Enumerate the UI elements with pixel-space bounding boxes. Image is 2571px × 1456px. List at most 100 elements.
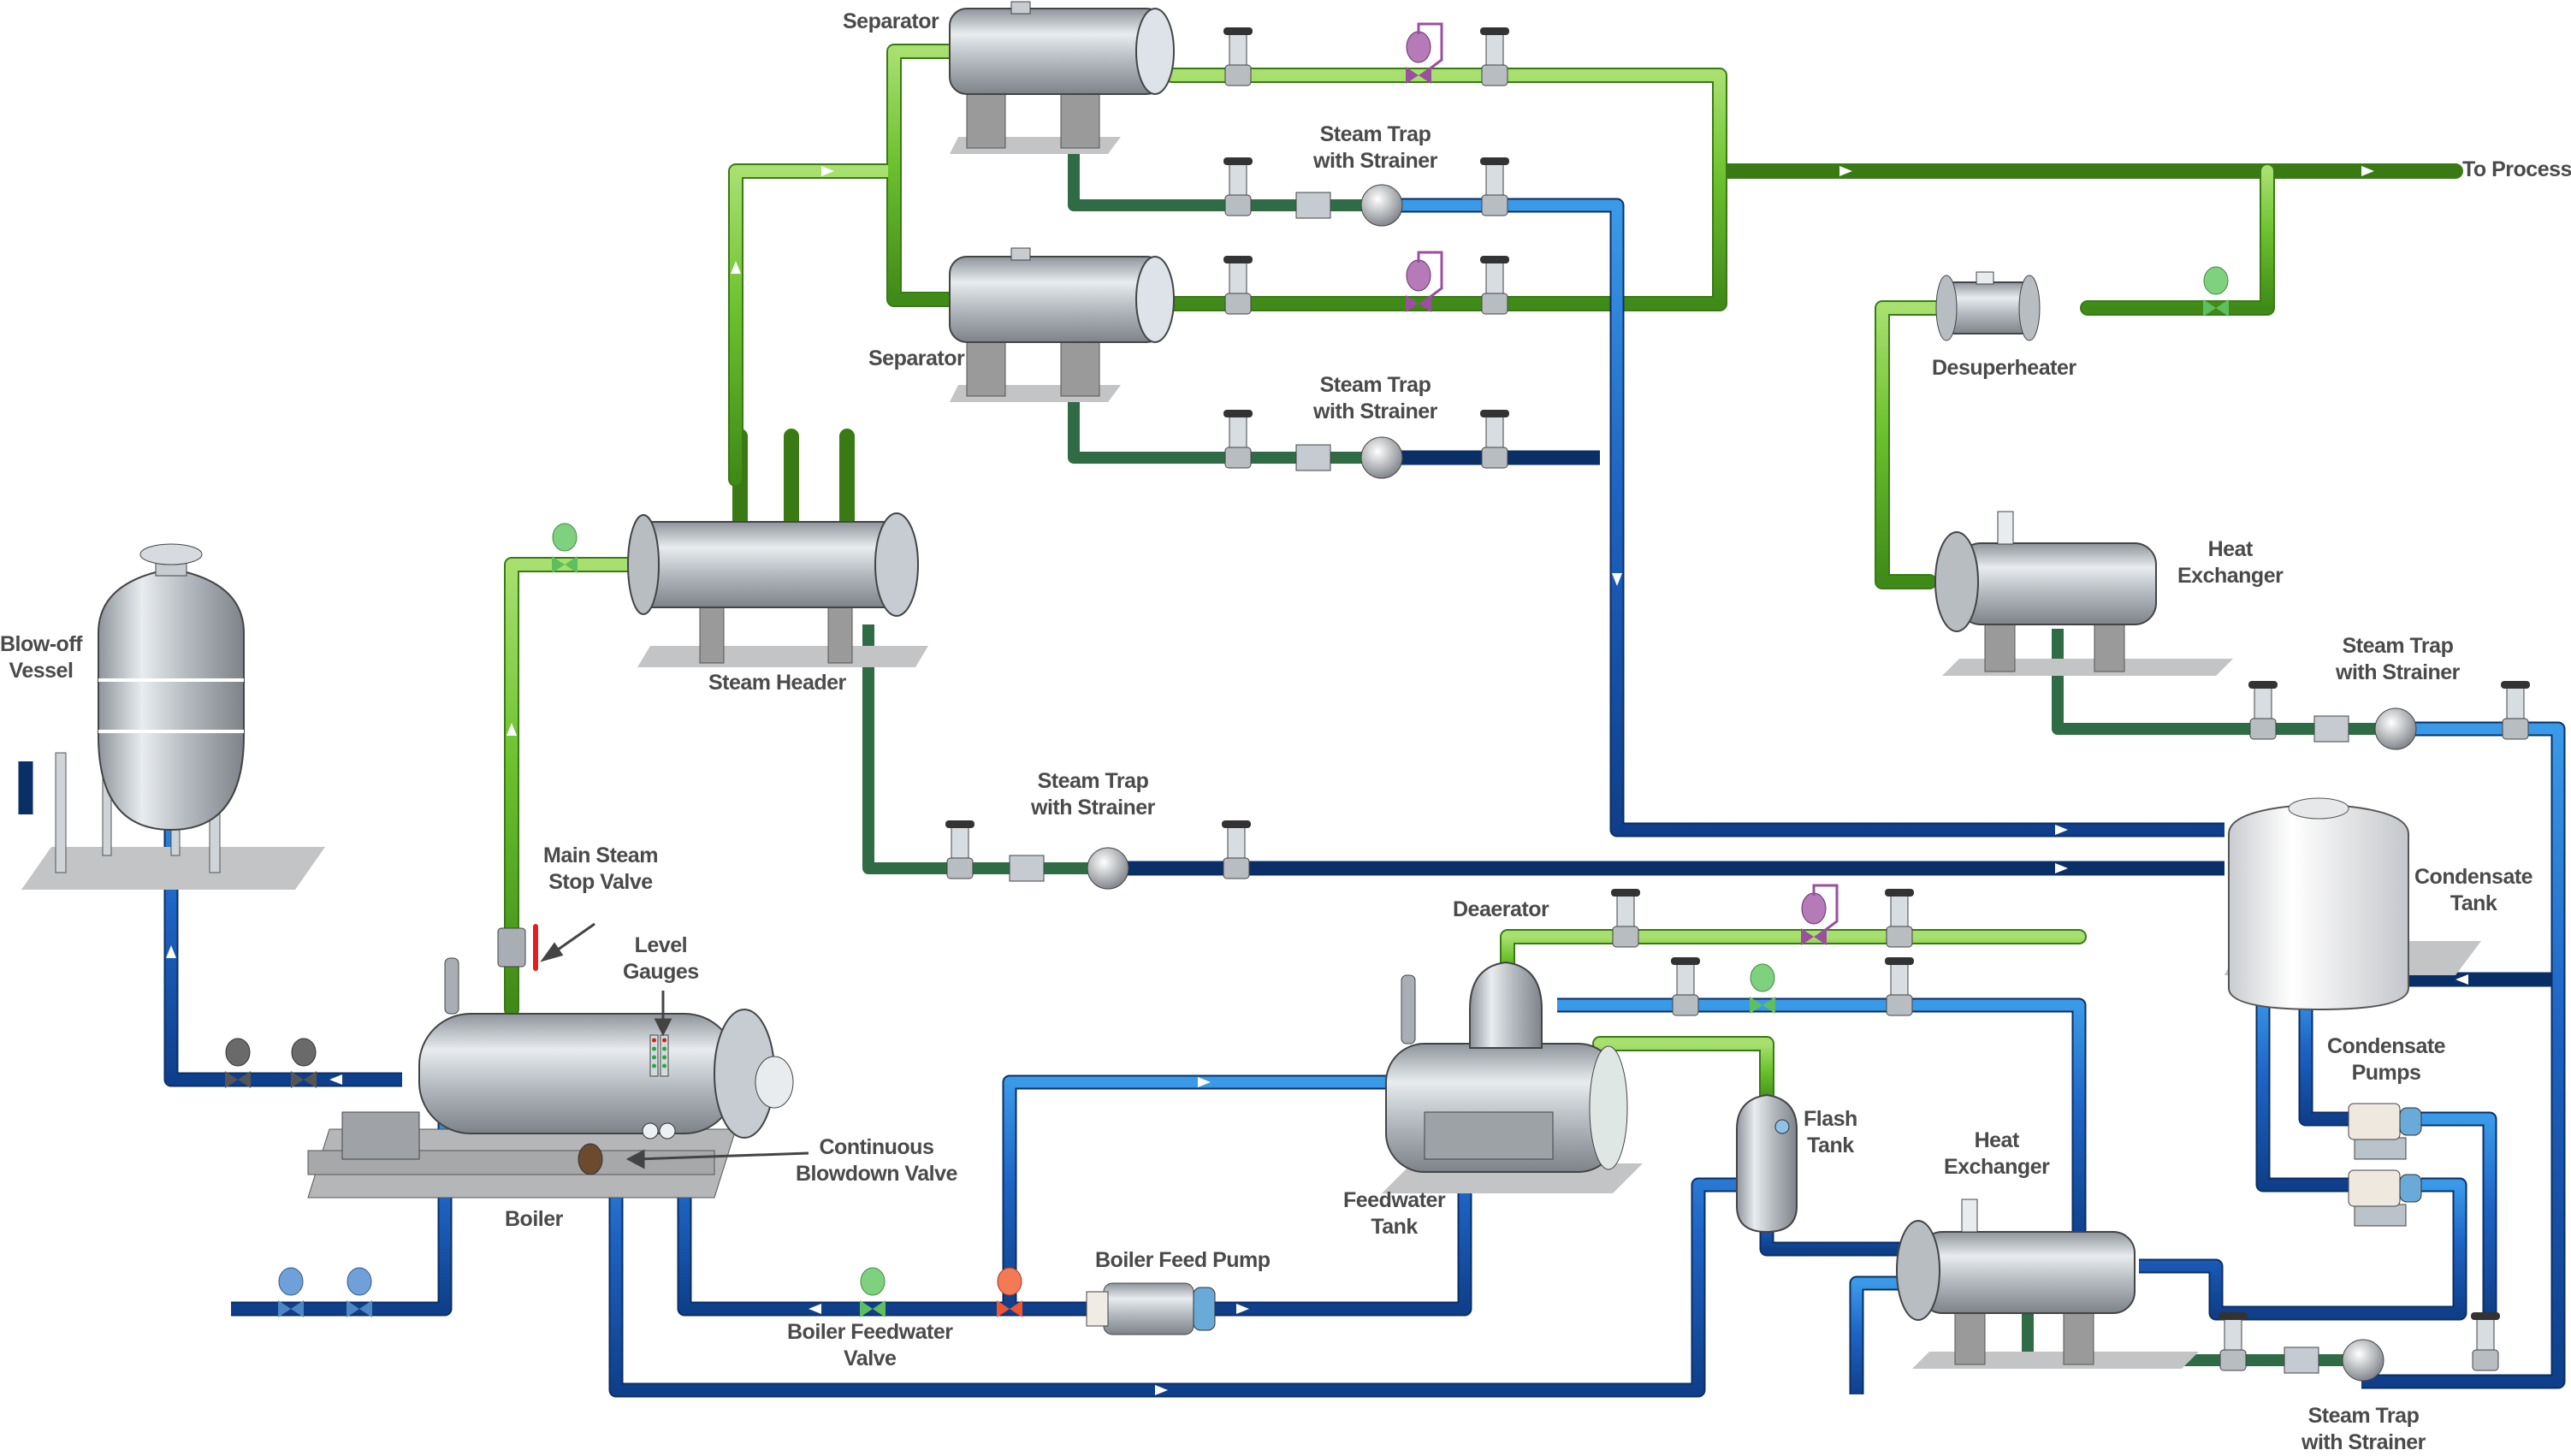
- feedwater-control-panel: [1424, 1111, 1554, 1160]
- feedwater-inlet-control-valve[interactable]: [997, 1267, 1022, 1317]
- globe-valve-icon[interactable]: [2219, 1312, 2248, 1371]
- flow-arrow-icon: [2361, 166, 2374, 176]
- feedwater-tank-supply: [1004, 1076, 1386, 1315]
- continuous-blowdown-valve[interactable]: [578, 1143, 603, 1175]
- pump-base: [2354, 1137, 2407, 1160]
- deaerator-body: [1469, 961, 1543, 1049]
- boiler-feedwater-valve[interactable]: [860, 1267, 886, 1317]
- flash-tank[interactable]: [1736, 1093, 1798, 1234]
- control-valve-icon[interactable]: [2203, 266, 2229, 317]
- level-gauge-indicator: [652, 1046, 656, 1051]
- flow-arrow-icon: [1839, 166, 1852, 176]
- separator-support: [966, 92, 1006, 149]
- level-gauge-indicator: [652, 1055, 656, 1060]
- condensate-pump-2[interactable]: [2348, 1169, 2422, 1227]
- globe-valve-icon[interactable]: [1222, 820, 1251, 879]
- control-valve-icon[interactable]: [1750, 963, 1775, 1014]
- globe-valve-icon[interactable]: [2248, 681, 2278, 740]
- steam-pipe-header-riser: [728, 163, 902, 487]
- steam-pipe-deaerator: [1500, 929, 2087, 991]
- globe-valve-icon[interactable]: [2471, 1312, 2500, 1371]
- valves: [225, 22, 2530, 1382]
- flow-arrow-icon: [2455, 974, 2468, 985]
- globe-valve-icon[interactable]: [1480, 256, 1509, 315]
- flow-arrows: [166, 166, 2468, 1395]
- globe-valve-icon[interactable]: [1885, 889, 1914, 948]
- pump-volute: [2399, 1174, 2422, 1203]
- steam-trap-icon[interactable]: [2313, 707, 2417, 750]
- steam-trap-icon[interactable]: [1295, 436, 1403, 479]
- globe-valve-icon[interactable]: [1885, 957, 1914, 1016]
- steam-pipe-separator-feed: [886, 44, 957, 307]
- pump-motor: [2348, 1103, 2401, 1140]
- globe-valve-icon[interactable]: [1223, 410, 1253, 469]
- label-desuperheater: Desuperheater: [1932, 356, 2076, 380]
- separator-body: [949, 8, 1164, 95]
- separator-nozzle: [1010, 247, 1031, 261]
- blowoff-control-valve[interactable]: [225, 1038, 251, 1088]
- pointer-arrow-icon: [551, 922, 595, 956]
- separator-bottom[interactable]: [949, 247, 1175, 402]
- flow-arrow-icon: [821, 166, 834, 176]
- steam-trap-icon[interactable]: [1295, 184, 1403, 227]
- pressure-gauge-icon: [642, 1122, 659, 1139]
- separator-end-cap: [1135, 256, 1175, 343]
- desuperheater[interactable]: [1935, 271, 2041, 341]
- globe-valve-icon[interactable]: [1223, 157, 1253, 216]
- steam-pipe-boiler-to-header: [504, 557, 637, 1017]
- stop-valve-handwheel[interactable]: [533, 924, 538, 971]
- blowoff-vessel-manway: [139, 543, 203, 565]
- separator-end-cap: [1135, 8, 1175, 95]
- flow-arrow-icon: [1236, 1304, 1249, 1314]
- blowoff-vessel[interactable]: [21, 543, 325, 890]
- heat-exchanger-top[interactable]: [1934, 511, 2233, 676]
- deaerator[interactable]: [1469, 961, 1543, 1049]
- steam-header[interactable]: [627, 512, 928, 667]
- water-control-valve[interactable]: [278, 1267, 304, 1317]
- pressure-control-valve-icon[interactable]: [1406, 22, 1443, 84]
- separator-top[interactable]: [949, 1, 1175, 154]
- pump-motor: [2348, 1169, 2401, 1207]
- water-control-valve[interactable]: [347, 1267, 372, 1317]
- steam-trap-icon[interactable]: [1009, 847, 1129, 890]
- globe-valve-icon[interactable]: [1480, 410, 1509, 469]
- main-steam-stop-valve[interactable]: [497, 927, 526, 968]
- pressure-control-valve-icon[interactable]: [1406, 251, 1443, 312]
- globe-valve-icon[interactable]: [1480, 157, 1509, 216]
- steam-header-flange-left: [627, 514, 660, 615]
- globe-valve-icon[interactable]: [1480, 27, 1509, 86]
- flow-arrow-icon: [329, 1074, 342, 1085]
- globe-valve-icon[interactable]: [2501, 681, 2530, 740]
- heat-exchanger-bottom[interactable]: [1896, 1199, 2199, 1369]
- globe-valve-icon[interactable]: [945, 820, 974, 879]
- boiler-feed-pump[interactable]: [1086, 1282, 1216, 1335]
- flow-arrow-icon: [1612, 573, 1622, 586]
- feedwater-tank[interactable]: [1382, 974, 1643, 1193]
- level-gauge-indicator: [662, 1038, 666, 1043]
- control-valve-icon[interactable]: [552, 523, 578, 573]
- condensate-pump-1[interactable]: [2348, 1103, 2422, 1160]
- label-separator-top: Separator: [843, 9, 939, 33]
- globe-valve-icon[interactable]: [1223, 256, 1253, 315]
- pointer-arrow-icon: [654, 1018, 672, 1037]
- steam-pipe-desuperheater-branch: [2080, 163, 2275, 316]
- desuperheater-nozzle: [1976, 271, 1994, 285]
- globe-valve-icon[interactable]: [1671, 957, 1700, 1016]
- label-deaerator: Deaerator: [1453, 897, 1549, 921]
- condensate-tank-body: [2228, 802, 2409, 1011]
- steam-trap-icon[interactable]: [2284, 1339, 2384, 1382]
- blowoff-control-valve[interactable]: [291, 1038, 317, 1088]
- boiler[interactable]: [307, 924, 794, 1199]
- label-boiler: Boiler: [505, 1207, 563, 1231]
- flash-tank-body: [1736, 1093, 1798, 1234]
- label-boiler-feed-pump: Boiler Feed Pump: [1095, 1248, 1271, 1272]
- globe-valve-icon[interactable]: [1611, 889, 1640, 948]
- flow-arrow-icon: [1155, 1385, 1168, 1395]
- label-pointers: [540, 922, 809, 1169]
- globe-valve-icon[interactable]: [1223, 27, 1253, 86]
- pressure-control-valve-icon[interactable]: [1801, 884, 1839, 945]
- condensate-tank[interactable]: [2224, 797, 2481, 1011]
